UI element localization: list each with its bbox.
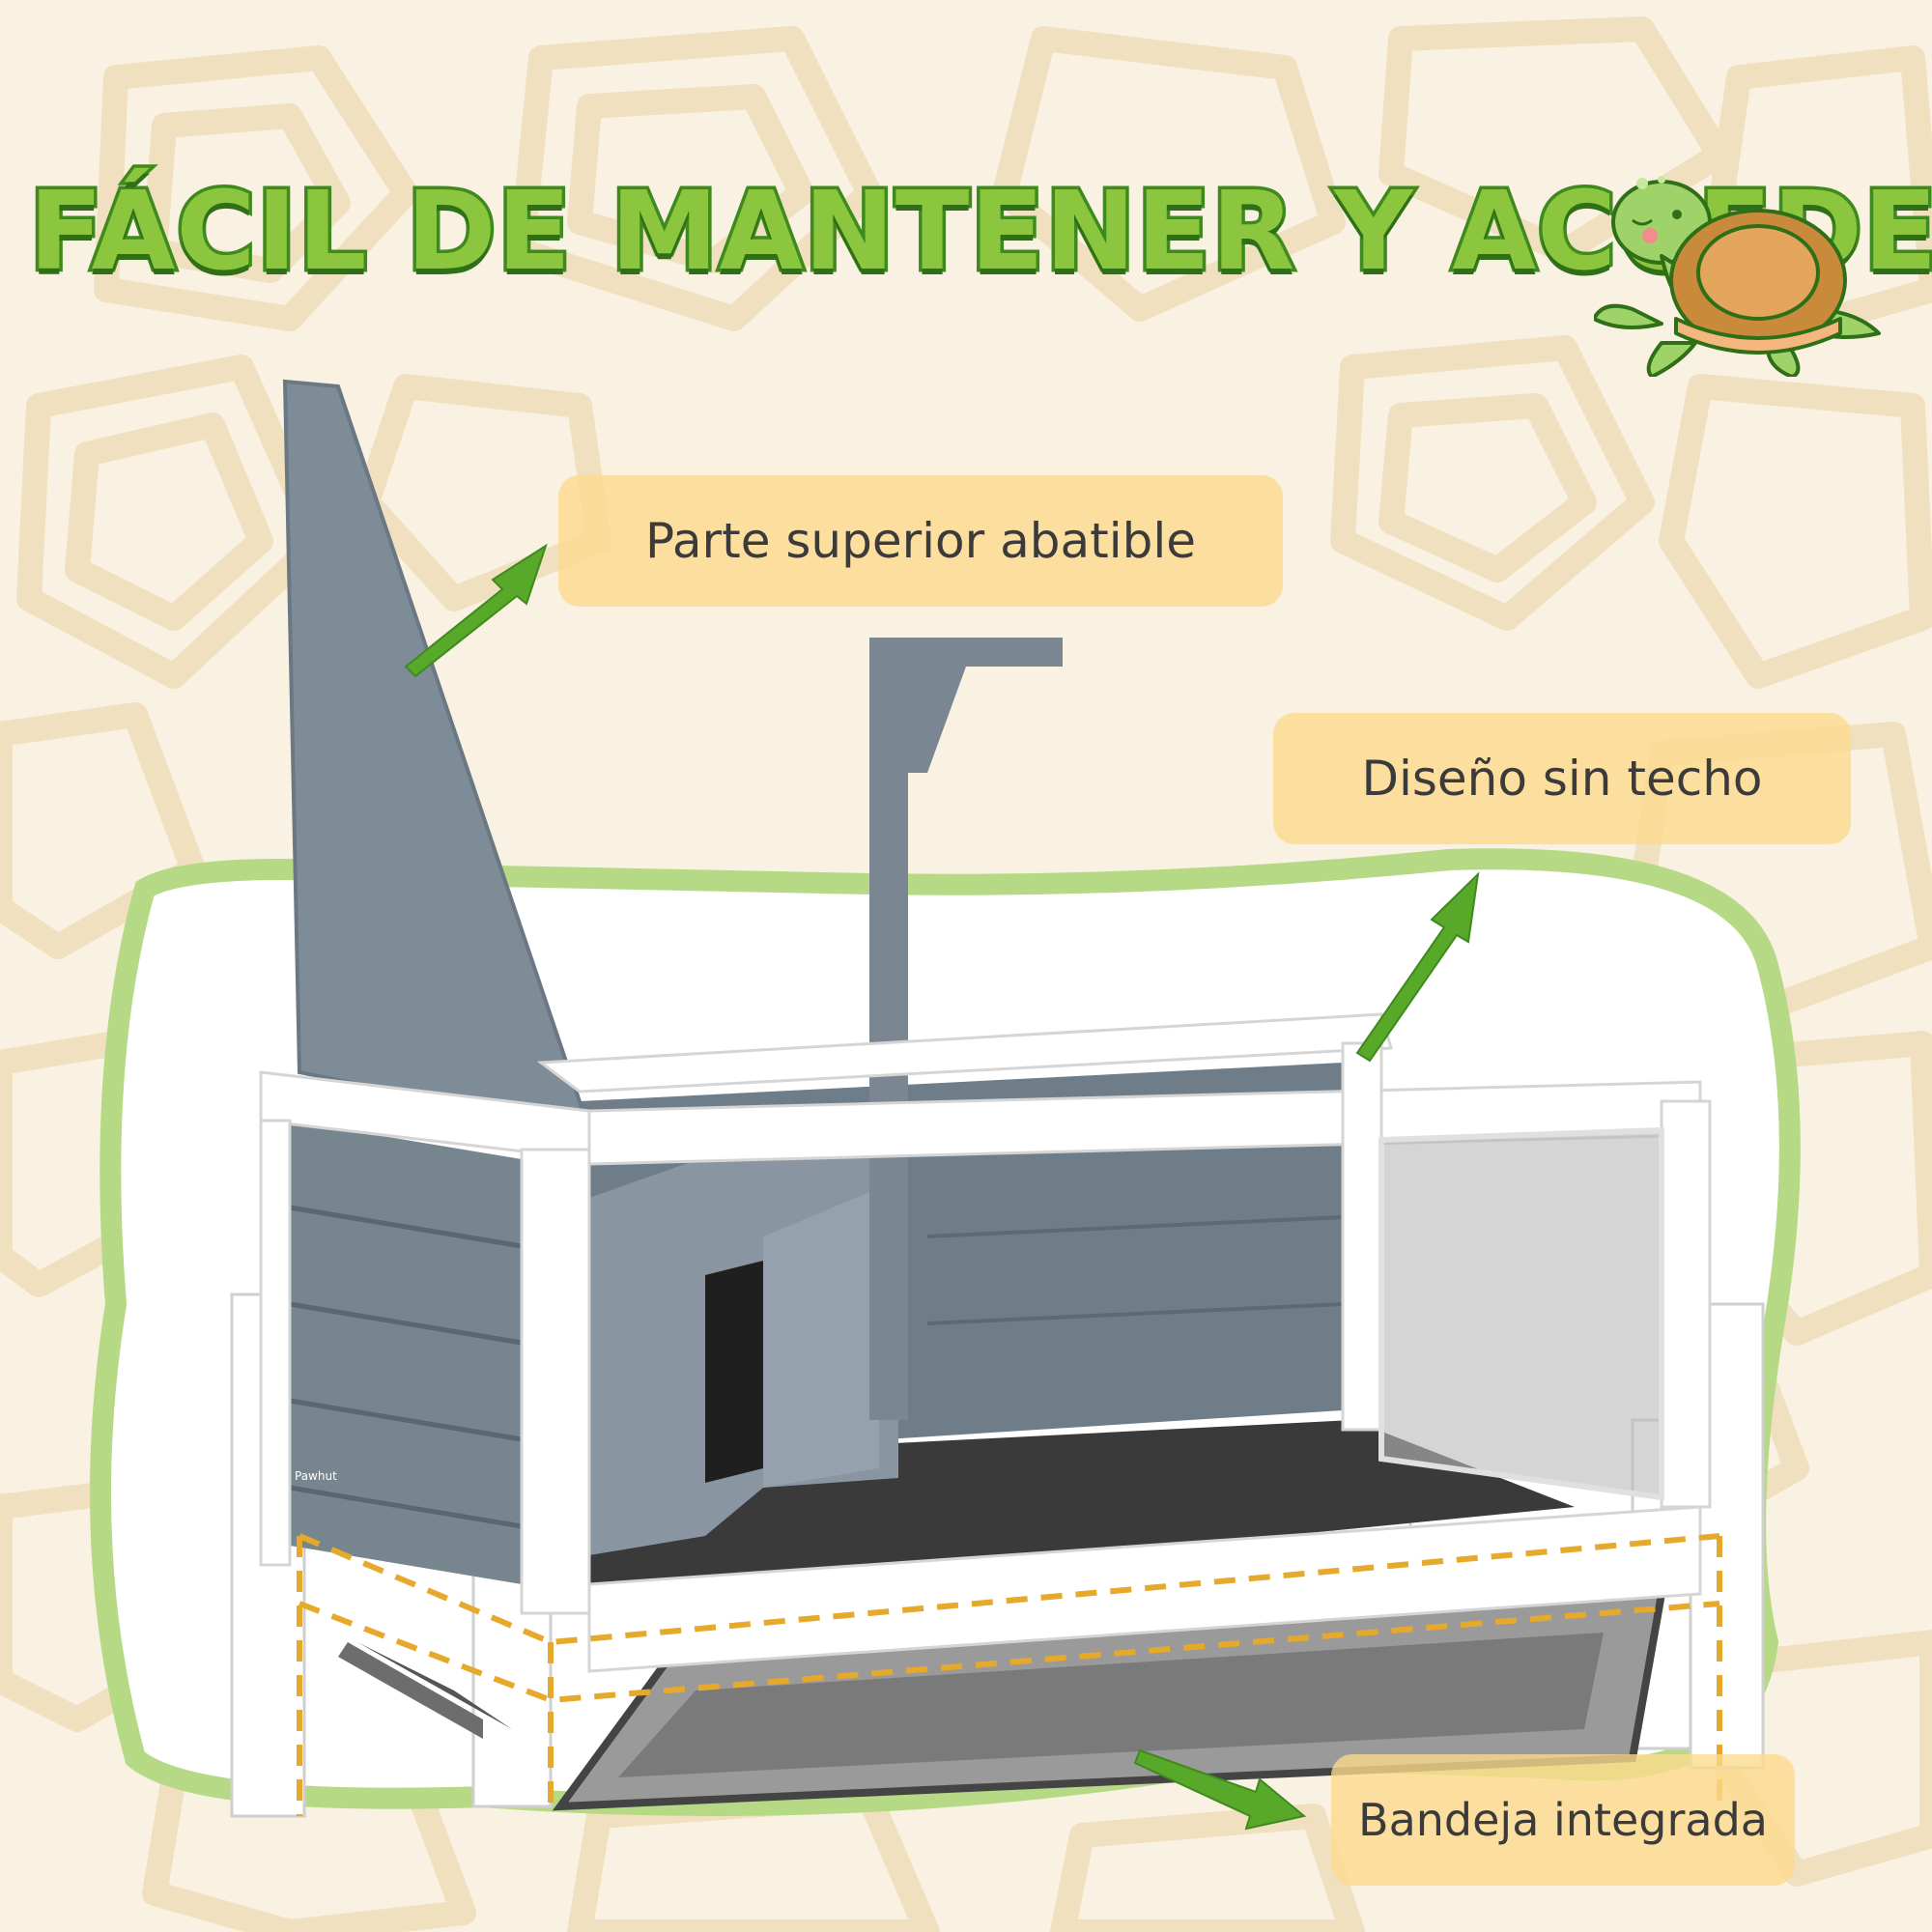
tray-highlight (297, 1533, 1722, 1816)
callout-integrated-tray: Bandeja integrada (1331, 1754, 1795, 1886)
side-wall (290, 1121, 522, 1584)
arrow-icon (404, 543, 1480, 1831)
tray (338, 1589, 1666, 1811)
turtle-icon (1594, 176, 1881, 377)
lamp-post (869, 638, 1063, 1420)
callout-open-roof: Diseño sin techo (1273, 713, 1851, 844)
callout-hinged-top: Parte superior abatible (558, 475, 1283, 607)
clear-panel (1378, 1126, 1664, 1501)
brand-label: Pawhut (295, 1469, 337, 1483)
hinged-lid (282, 379, 593, 1133)
